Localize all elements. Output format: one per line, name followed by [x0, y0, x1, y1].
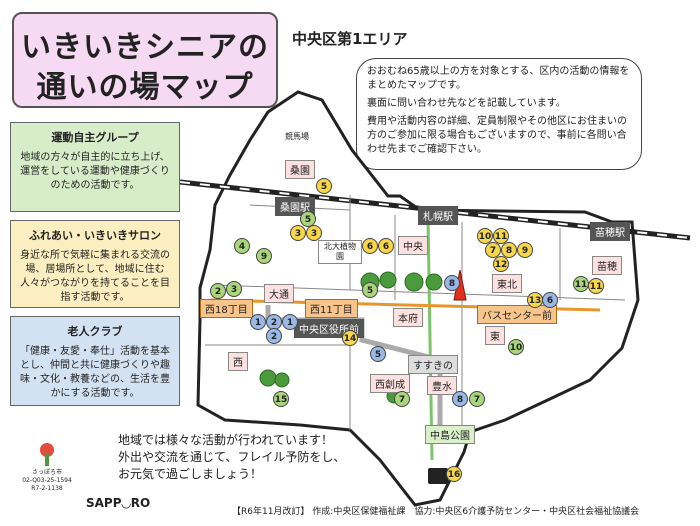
footer-line-2: 外出や交流を通じて、フレイル予防をし、 [118, 450, 346, 464]
label-keibajo: 競馬場 [285, 132, 309, 141]
marker-exercise[interactable]: 10 [508, 339, 524, 355]
label-susukino: すすきの [408, 355, 458, 374]
page-title-line1: いきいきシニアの [21, 30, 269, 65]
marker-salon[interactable]: 6 [362, 238, 378, 254]
label-naebo: 苗穂 [592, 256, 622, 275]
marker-club[interactable]: 8 [444, 275, 460, 291]
marker-salon[interactable]: 12 [493, 256, 509, 272]
sapporo-city-mark: さっぽろ市 02-Q03-25-1594 R7-2-1138 [20, 440, 74, 493]
marker-salon[interactable]: 11 [588, 278, 604, 294]
marker-club[interactable]: 8 [452, 391, 468, 407]
label-chuo: 中央 [398, 236, 428, 255]
marker-exercise[interactable]: 11 [573, 276, 589, 292]
marker-salon[interactable]: 7 [485, 242, 501, 258]
legend-salon-body: 身近な所で気軽に集まれる交流の場、居場所として、地域に住む人々がつながりを持てる… [20, 250, 170, 303]
marker-club[interactable]: 1 [282, 314, 298, 330]
legend-exercise-title: 運動自主グループ [51, 131, 139, 144]
legend-club-title: 老人クラブ [67, 325, 123, 338]
legend-salon: ふれあい・いきいきサロン 身近な所で気軽に集まれる交流の場、居場所として、地域に… [10, 220, 180, 308]
marker-exercise[interactable]: 3 [226, 281, 242, 297]
info-paragraph-3: 費用や活動内容の詳細、定員制限やその他区にお住まいの方のご参加に限る場合もござい… [367, 116, 627, 155]
footer-credit: 【R6年11月改訂】 作成:中央区保健福祉課 協力:中央区6介護予防センター・中… [232, 507, 640, 517]
marker-exercise[interactable]: 7 [469, 391, 485, 407]
marker-exercise[interactable]: 9 [256, 248, 272, 264]
legend-senior-club: 老人クラブ 「健康・友愛・奉仕」活動を基本とし、仲間と共に健康づくりや趣味・文化… [10, 316, 180, 406]
legend-club-body: 「健康・友愛・奉仕」活動を基本とし、仲間と共に健康づくりや趣味・文化・教養などの… [20, 346, 170, 399]
legend-exercise-body: 地域の方々が自主的に立ち上げ、運営をしている運動や健康づくりのための活動です。 [20, 152, 170, 191]
subway-line-namboku [426, 217, 434, 461]
marker-exercise[interactable]: 7 [394, 391, 410, 407]
label-tohoku: 東北 [492, 274, 522, 293]
marker-exercise[interactable]: 4 [234, 238, 250, 254]
area-label: 中央区第1エリア [292, 30, 408, 48]
label-sapporo-station: 札幌駅 [418, 206, 458, 225]
label-nishi11: 西11丁目 [305, 299, 358, 318]
city-name: さっぽろ市 [31, 469, 62, 476]
sapporo-logo: SAPP◡RO [86, 496, 151, 510]
info-paragraph-2: 裏面に問い合わせ先などを記載しています。 [367, 98, 566, 109]
marker-salon[interactable]: 9 [517, 242, 533, 258]
marker-salon[interactable]: 10 [477, 228, 493, 244]
marker-salon[interactable]: 6 [378, 238, 394, 254]
label-hokudai: 北大植物園 [318, 240, 362, 264]
marker-exercise[interactable]: 15 [273, 391, 289, 407]
label-hosui: 豊水 [427, 376, 457, 395]
label-nakajima-park: 中島公園 [425, 425, 475, 444]
footer-line-1: 地域では様々な活動が行われています！ [118, 433, 334, 447]
label-nishi18: 西18丁目 [200, 299, 253, 318]
label-bus-center: バスセンター前 [477, 305, 557, 324]
legend-salon-title: ふれあい・いきいきサロン [29, 229, 161, 242]
footer-line-3: お元気で過ごしましょう！ [118, 467, 263, 481]
label-nishi-sosei: 西創成 [370, 374, 410, 393]
label-kuwazono: 桑園 [285, 160, 315, 179]
marker-salon[interactable]: 16 [446, 466, 462, 482]
title-box: いきいきシニアの 通いの場マップ [12, 12, 278, 108]
info-paragraph-1: おおむね65歳以上の方を対象とする、区内の活動の情報をまとめたマップです。 [367, 66, 630, 91]
marker-club[interactable]: 5 [370, 346, 386, 362]
page-title-line2: 通いの場マップ [36, 70, 254, 105]
marker-salon[interactable]: 14 [342, 330, 358, 346]
marker-salon[interactable]: 3 [306, 225, 322, 241]
marker-salon[interactable]: 5 [316, 178, 332, 194]
marker-club[interactable]: 6 [542, 292, 558, 308]
marker-salon[interactable]: 8 [501, 242, 517, 258]
footer-message: 地域では様々な活動が行われています！ 外出や交流を通じて、フレイル予防をし、 お… [118, 432, 345, 483]
marker-exercise[interactable]: 2 [210, 283, 226, 299]
marker-club[interactable]: 1 [250, 314, 266, 330]
flower-icon [40, 443, 54, 466]
legend-exercise-group: 運動自主グループ 地域の方々が自主的に立ち上げ、運営をしている運動や健康づくりの… [10, 122, 180, 212]
marker-exercise[interactable]: 5 [362, 282, 378, 298]
label-naebo-station: 苗穂駅 [590, 222, 630, 241]
marker-salon[interactable]: 3 [290, 225, 306, 241]
info-bubble: おおむね65歳以上の方を対象とする、区内の活動の情報をまとめたマップです。 裏面… [356, 58, 642, 170]
label-honfu: 本府 [393, 308, 423, 327]
marker-club[interactable]: 2 [266, 328, 282, 344]
label-higashi: 東 [485, 326, 505, 345]
marker-exercise[interactable]: 5 [300, 211, 316, 227]
label-nishi: 西 [228, 352, 248, 371]
label-odori: 大通 [264, 284, 294, 303]
city-ref: R7-2-1138 [31, 485, 63, 492]
city-code: 02-Q03-25-1594 [22, 477, 72, 484]
marker-salon[interactable]: 13 [527, 292, 543, 308]
piano-icon [428, 468, 448, 484]
marker-salon[interactable]: 11 [493, 228, 509, 244]
